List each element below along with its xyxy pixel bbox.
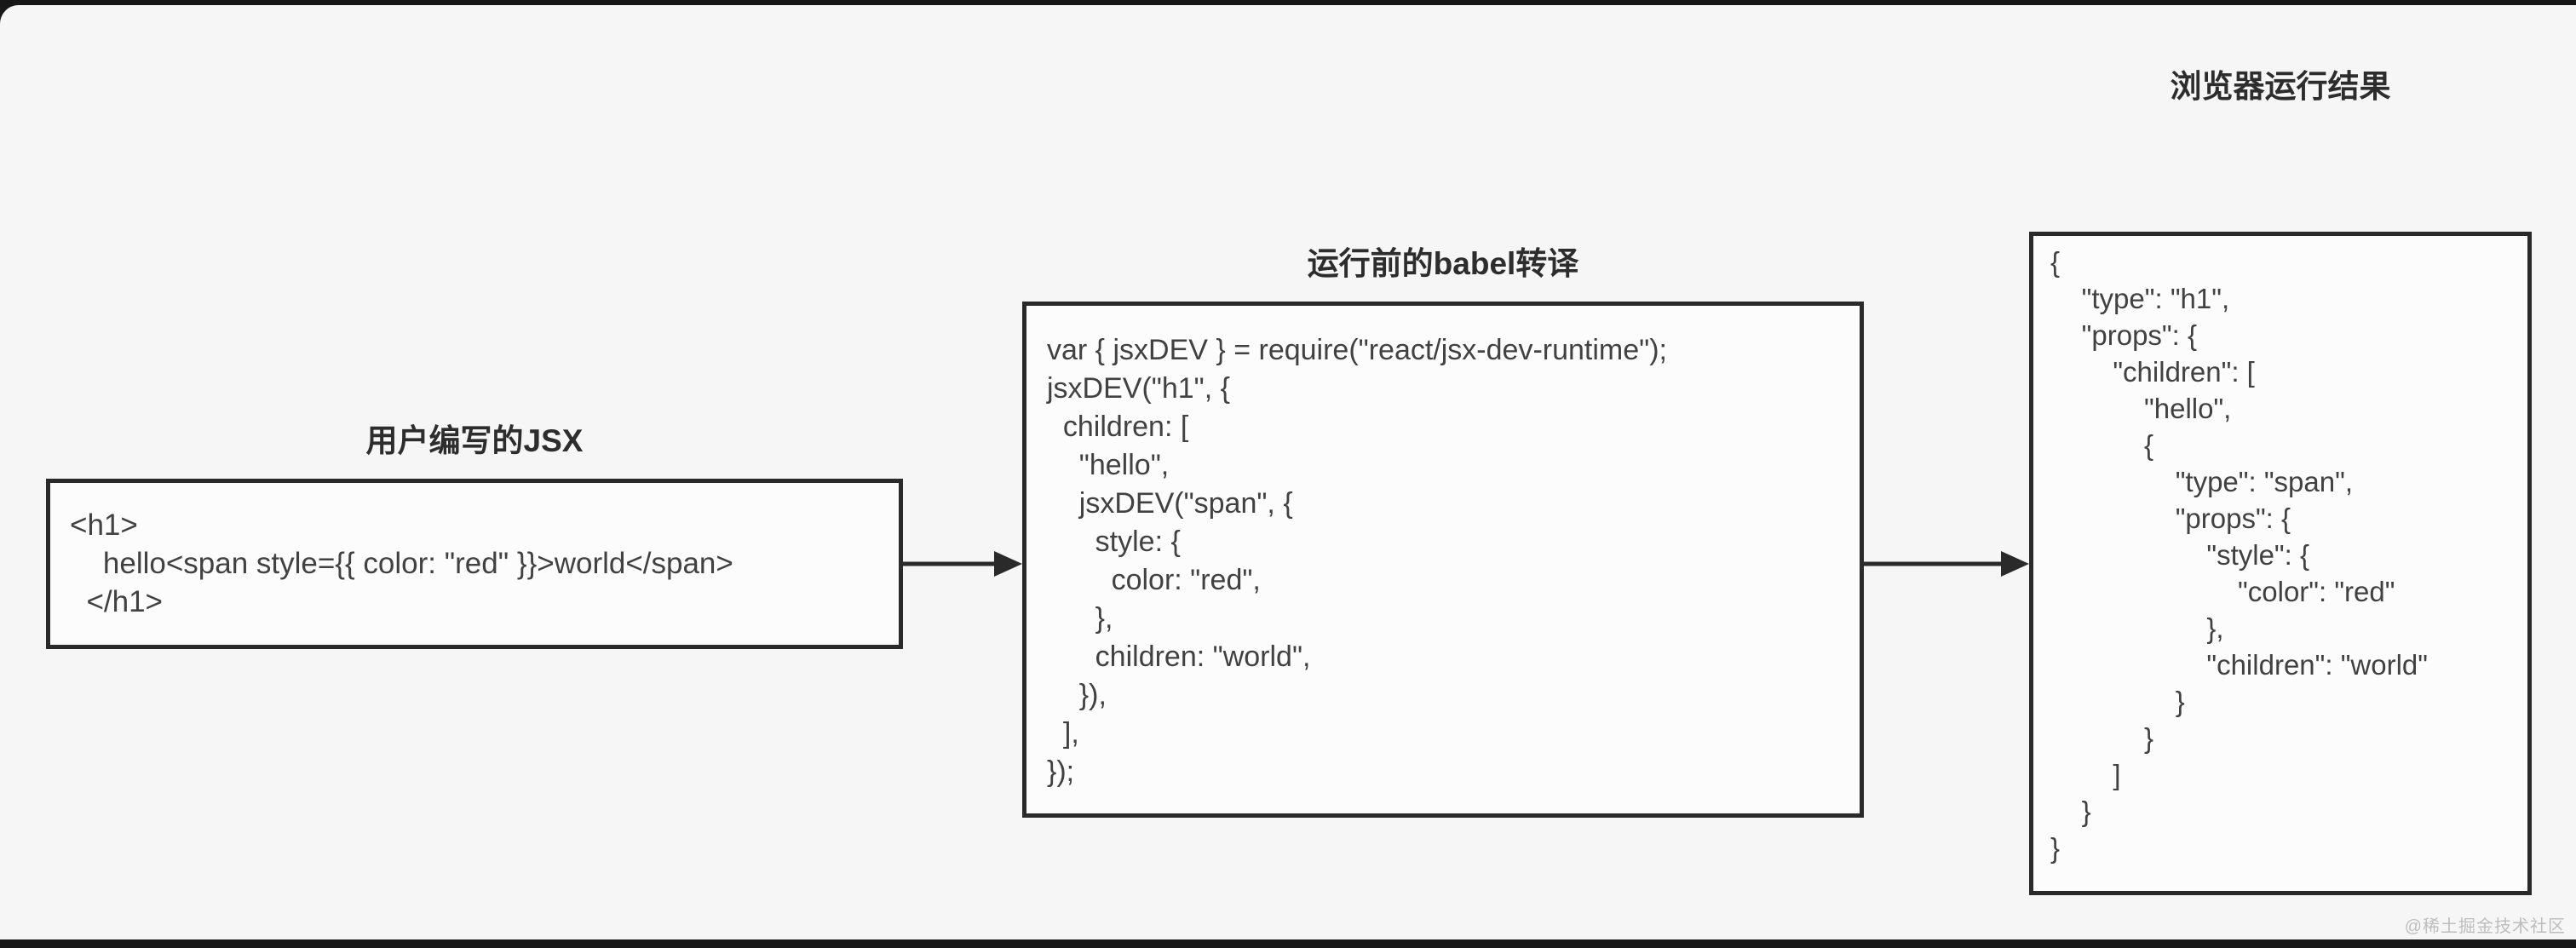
- jsx-panel-title: 用户编写的JSX: [365, 423, 584, 458]
- arrow-babel-to-result: [1863, 550, 2029, 577]
- bottom-frame-bar: [0, 939, 2576, 948]
- arrow-shaft: [903, 561, 1000, 566]
- jsx-code-text: <h1> hello<span style={{ color: "red" }}…: [70, 508, 733, 618]
- arrow-jsx-to-babel: [903, 550, 1022, 577]
- top-frame-bar: [0, 0, 2576, 5]
- result-code-panel: { "type": "h1", "props": { "children": […: [2029, 232, 2532, 895]
- babel-panel-title: 运行前的babel转译: [1307, 246, 1579, 281]
- arrow-head-icon: [2001, 551, 2029, 577]
- result-code-text: { "type": "h1", "props": { "children": […: [2050, 246, 2428, 864]
- jsx-code-panel: <h1> hello<span style={{ color: "red" }}…: [46, 479, 903, 649]
- arrow-head-icon: [994, 551, 1022, 577]
- babel-code-text: var { jsxDEV } = require("react/jsx-dev-…: [1047, 334, 1667, 788]
- result-panel-title: 浏览器运行结果: [2170, 69, 2391, 104]
- arrow-shaft: [1863, 561, 2007, 566]
- watermark: @稀土掘金技术社区: [2404, 917, 2566, 936]
- babel-code-panel: var { jsxDEV } = require("react/jsx-dev-…: [1022, 302, 1864, 818]
